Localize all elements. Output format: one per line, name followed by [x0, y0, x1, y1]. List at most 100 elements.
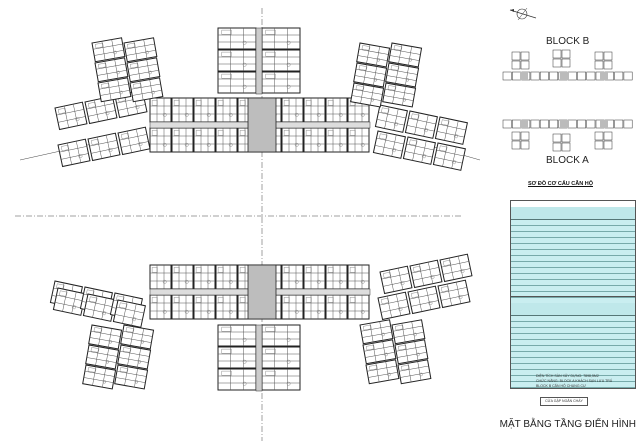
apartment-unit — [217, 49, 257, 72]
drawing-title: MẶT BẰNG TẦNG ĐIỂN HÌNH — [499, 419, 636, 430]
apartment-unit — [379, 265, 413, 295]
key-plan-block-a — [502, 119, 633, 129]
apartment-unit — [409, 259, 443, 289]
apartment-unit — [365, 359, 400, 385]
apartment-unit — [402, 136, 436, 165]
apartment-unit — [397, 359, 432, 385]
table-row — [511, 370, 635, 376]
table-row — [511, 268, 635, 274]
table-header — [511, 303, 635, 316]
apartment-unit — [325, 294, 348, 320]
area-table-block-b — [510, 200, 636, 305]
key-plan-unit — [561, 133, 571, 143]
apartment-unit — [261, 368, 301, 391]
apartment-unit — [82, 364, 117, 390]
table-row — [511, 256, 635, 262]
apartment-unit — [193, 264, 216, 290]
table-row — [511, 280, 635, 286]
apartment-unit — [362, 339, 397, 365]
apartment-unit — [149, 294, 172, 320]
apartment-unit — [261, 346, 301, 369]
table-row — [511, 358, 635, 364]
apartment-unit — [215, 97, 238, 123]
key-plan-unit — [520, 140, 530, 150]
apartment-unit — [217, 27, 257, 50]
apartment-unit — [325, 264, 348, 290]
table-row — [511, 226, 635, 232]
apartment-unit — [391, 319, 426, 345]
apartment-unit — [347, 127, 370, 153]
table-row — [511, 316, 635, 322]
table-row — [511, 220, 635, 226]
north-arrow-icon — [509, 7, 537, 21]
apartment-unit — [193, 97, 216, 123]
table-row — [511, 376, 635, 382]
apartment-unit — [437, 279, 471, 309]
apartment-unit — [97, 77, 132, 103]
block-a-plan — [49, 253, 473, 392]
area-table-block-a — [510, 296, 636, 389]
key-plan-block-b-label: BLOCK B — [546, 36, 590, 47]
apartment-unit — [54, 101, 88, 131]
apartment-unit — [117, 126, 151, 156]
apartment-unit — [353, 62, 388, 88]
key-plan-unit — [603, 131, 613, 141]
notes: DIỆN TÍCH SÀN XÂY DỰNG: 7898,5M2 CHỨC NĂ… — [536, 374, 612, 389]
key-plan-unit — [603, 51, 613, 61]
key-plan-unit — [603, 140, 613, 150]
apartment-unit — [350, 82, 385, 108]
apartment-unit — [112, 299, 146, 328]
apartment-unit — [404, 110, 438, 139]
apartment-unit — [82, 293, 116, 322]
apartment-unit — [385, 62, 420, 88]
apartment-unit — [434, 116, 468, 145]
key-plan-unit — [520, 51, 530, 61]
key-plan-unit — [594, 60, 604, 70]
apartment-unit — [303, 97, 326, 123]
apartment-unit — [281, 97, 304, 123]
apartment-unit — [217, 346, 257, 369]
note-line: BLOCK B CĂN HỘ CHUNG CƯ — [536, 384, 587, 388]
apartment-unit — [129, 77, 164, 103]
apartment-unit — [281, 294, 304, 320]
apartment-unit — [359, 319, 394, 345]
apartment-unit — [171, 264, 194, 290]
table-row — [511, 334, 635, 340]
apartment-unit — [407, 285, 441, 315]
apartment-unit — [303, 127, 326, 153]
legend-fire-door: CỬA GẬP NGĂN CHÁY — [540, 397, 588, 406]
apartment-unit — [382, 82, 417, 108]
key-plan-unit — [561, 58, 571, 68]
key-plan-block-b — [502, 71, 633, 81]
key-plan-unit — [594, 51, 604, 61]
apartment-unit — [439, 253, 473, 283]
apartment-unit — [215, 264, 238, 290]
apartment-unit — [261, 49, 301, 72]
apartment-unit — [347, 264, 370, 290]
core — [247, 264, 277, 320]
key-plan-unit — [603, 60, 613, 70]
apartment-unit — [372, 130, 406, 159]
apartment-unit — [117, 344, 152, 370]
apartment-unit — [374, 104, 408, 133]
apartment-unit — [261, 71, 301, 94]
note-line: DIỆN TÍCH SÀN XÂY DỰNG: 7898,5M2 — [536, 374, 599, 378]
apartment-unit — [193, 294, 216, 320]
note-line: CHỨC NĂNG: BLOCK A KHÁCH SẠN LƯU TRÚ — [536, 379, 613, 383]
table-row — [511, 352, 635, 358]
table-row — [511, 340, 635, 346]
table-header — [511, 207, 635, 220]
apartment-unit — [217, 324, 257, 347]
apartment-unit — [281, 127, 304, 153]
apartment-unit — [356, 42, 391, 68]
key-plan-unit — [594, 131, 604, 141]
apartment-unit — [261, 324, 301, 347]
apartment-unit — [347, 294, 370, 320]
key-plan-block-a-label: BLOCK A — [546, 155, 589, 166]
apartment-unit — [217, 368, 257, 391]
apartment-unit — [87, 132, 121, 162]
apartment-unit — [215, 127, 238, 153]
table-row — [511, 346, 635, 352]
apartment-unit — [120, 324, 155, 350]
